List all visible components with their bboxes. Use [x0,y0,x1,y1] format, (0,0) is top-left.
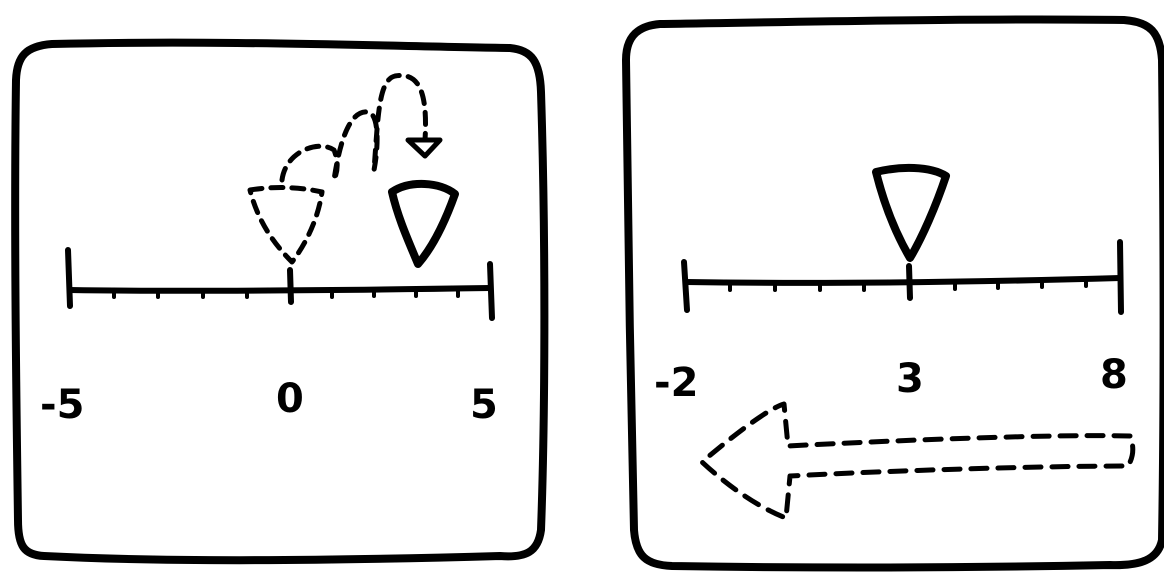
right-number-line [686,278,1120,283]
left-hop-path [282,75,426,180]
right-end-tick-min [684,262,687,310]
left-label-min: -5 [40,382,84,428]
left-hop-arrowhead [408,140,440,156]
right-panel: -2 3 8 [626,19,1164,567]
right-panel-frame [626,19,1164,567]
right-marker-triangle [876,168,946,258]
left-panel-frame [15,43,544,561]
left-marker-triangle [392,184,455,264]
right-label-min: -2 [654,360,698,406]
right-dashed-arrow [702,404,1133,518]
left-ghost-triangle [250,188,322,262]
right-center-tick [909,266,910,298]
left-label-zero: 0 [276,376,304,422]
left-number-line [70,288,490,291]
right-label-center: 3 [896,356,924,402]
left-end-tick-max [490,264,492,318]
left-zero-tick [290,270,291,302]
left-label-max: 5 [470,382,498,428]
right-end-tick-max [1120,242,1121,312]
left-end-tick-min [68,250,70,306]
left-panel: -5 0 5 [15,43,544,561]
right-label-max: 8 [1100,352,1128,398]
